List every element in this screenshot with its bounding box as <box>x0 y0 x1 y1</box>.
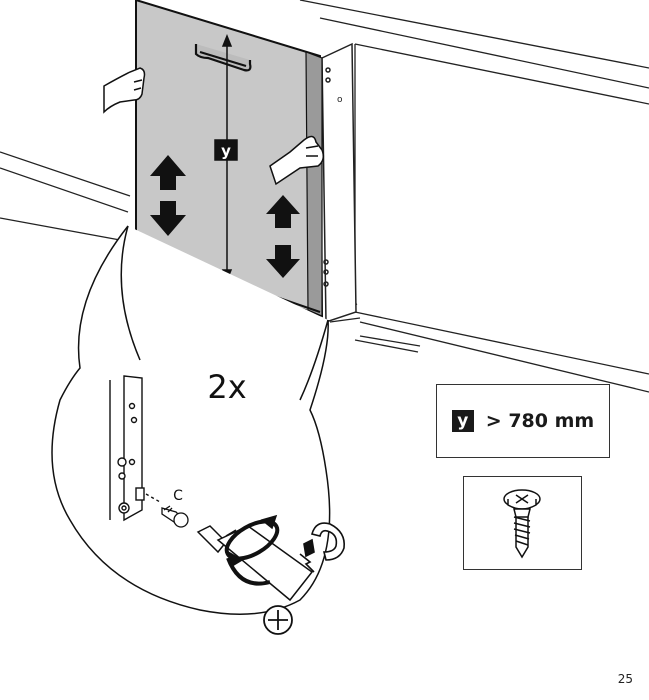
phillips-icon <box>263 605 293 635</box>
hand-icon <box>103 67 146 114</box>
y-badge: y <box>451 410 474 432</box>
door-y-label: y <box>221 142 231 160</box>
hand-icon <box>269 135 325 186</box>
hinge-bracket <box>109 375 161 522</box>
cabinet-lines <box>0 0 649 393</box>
cabinet-side-panel: o <box>321 42 357 324</box>
down-arrow-icon <box>150 201 186 236</box>
screw-detail-box <box>463 476 582 570</box>
screw-icon <box>161 505 189 528</box>
down-arrow-icon <box>266 245 300 278</box>
svg-text:o: o <box>337 95 343 105</box>
dimension-spec-box: y > 780 mm <box>436 384 610 458</box>
repeat-label: 2x <box>207 368 246 406</box>
page-number: 25 <box>617 672 633 686</box>
up-arrow-icon <box>150 155 186 190</box>
door-handle <box>194 44 252 72</box>
screw-icon <box>503 489 541 559</box>
screwdriver-icon <box>196 514 314 602</box>
up-arrow-icon <box>266 195 300 228</box>
part-label: C <box>173 488 183 504</box>
dimension-value: > 780 mm <box>485 410 595 432</box>
magnet-icon <box>299 522 346 573</box>
detail-callout <box>51 225 331 615</box>
